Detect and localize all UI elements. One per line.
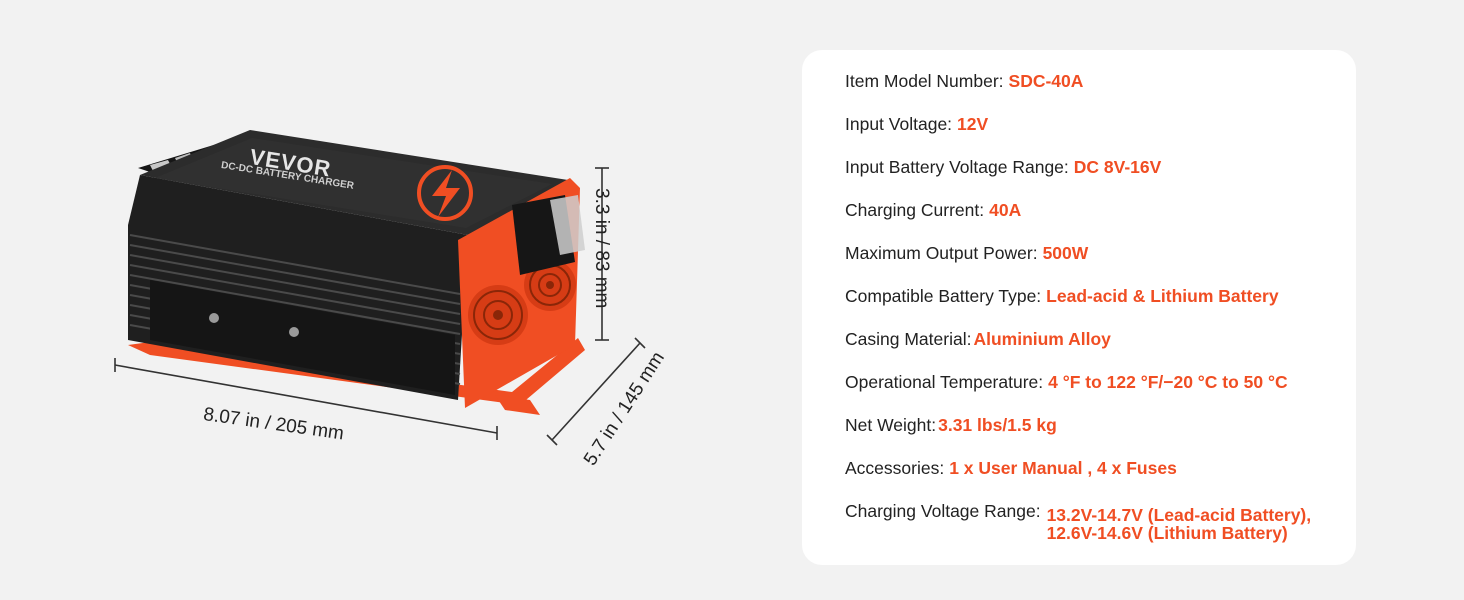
dimension-lines [114,167,646,446]
spec-row-model: Item Model Number: SDC-40A [845,71,1336,91]
spec-row-output-power: Maximum Output Power: 500W [845,243,1336,263]
spec-label: Input Battery Voltage Range: [845,157,1069,177]
spec-label: Operational Temperature: [845,372,1044,392]
product-illustration: VEVOR DC-DC BATTERY CHARGER 8.07 in / 20… [114,130,669,469]
spec-value: SDC-40A [1008,71,1084,91]
spec-value: 4 °F to 122 °F/−20 °C to 50 °C [1048,372,1288,392]
spec-value: Aluminium Alloy [973,329,1111,349]
spec-value-multiline: 13.2V-14.7V (Lead-acid Battery), 12.6V-1… [1047,501,1312,542]
spec-label: Maximum Output Power: [845,243,1038,263]
spec-value: DC 8V-16V [1073,157,1162,177]
spec-label: Accessories: [845,458,945,478]
spec-row-temperature: Operational Temperature: 4 °F to 122 °F/… [845,372,1336,392]
spec-row-charging-current: Charging Current: 40A [845,200,1336,220]
spec-value-line-2: 12.6V-14.6V (Lithium Battery) [1046,523,1288,543]
dimension-height: 3.3 in / 83 mm [591,188,612,309]
spec-label: Item Model Number: [845,71,1004,91]
spec-label: Compatible Battery Type: [845,286,1042,306]
spec-card: Item Model Number: SDC-40A Input Voltage… [802,50,1356,565]
spec-value: 40A [989,200,1022,220]
lightning-icon [417,165,473,221]
spec-row-voltage-range: Input Battery Voltage Range: DC 8V-16V [845,157,1336,177]
spec-row-charging-voltage: Charging Voltage Range: 13.2V-14.7V (Lea… [845,501,1336,542]
spec-value: 12V [957,114,989,134]
spec-value: 1 x User Manual , 4 x Fuses [949,458,1177,478]
spec-value: 500W [1042,243,1089,263]
spec-row-input-voltage: Input Voltage: 12V [845,114,1336,134]
spec-row-net-weight: Net Weight: 3.31 lbs/1.5 kg [845,415,1336,435]
output-connector [512,195,585,275]
spec-value: Lead-acid & Lithium Battery [1046,286,1279,306]
charger-drawing [114,130,646,446]
spec-label: Charging Voltage Range: [845,501,1041,521]
spec-label: Charging Current: [845,200,985,220]
spec-row-casing-material: Casing Material: Aluminium Alloy [845,329,1336,349]
spec-label: Casing Material: [845,329,972,349]
spec-row-accessories: Accessories: 1 x User Manual , 4 x Fuses [845,458,1336,478]
spec-label: Net Weight: [845,415,937,435]
spec-value-line-1: 13.2V-14.7V (Lead-acid Battery), [1046,505,1312,525]
spec-row-battery-type: Compatible Battery Type: Lead-acid & Lit… [845,286,1336,306]
spec-value: 3.31 lbs/1.5 kg [938,415,1057,435]
spec-label: Input Voltage: [845,114,953,134]
